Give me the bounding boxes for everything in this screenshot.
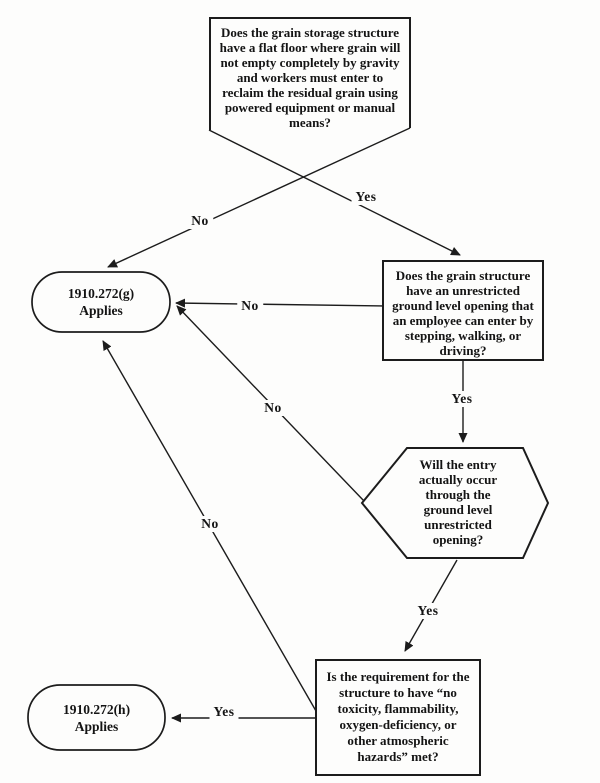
edge-label-q2-no: No: [237, 298, 263, 314]
edge-label-q1-no: No: [187, 213, 213, 229]
edge-label-q4-yes: Yes: [209, 704, 239, 720]
decision-text-entry-through-opening: Will the entry actually occur through th…: [418, 457, 498, 547]
decision-hexagon-entry-through-opening: [360, 447, 550, 559]
edge-label-q3-yes: Yes: [413, 603, 443, 619]
connector-q1-no: [107, 127, 411, 268]
connector-q2-no: [175, 298, 384, 308]
edge-label-q1-yes: Yes: [351, 189, 381, 205]
terminal-text-1910-272h: 1910.272(h) Applies: [62, 701, 131, 734]
edge-label-q2-yes: Yes: [447, 391, 477, 407]
edge-label-q4-no: No: [197, 516, 223, 532]
terminal-box-1910-272h: [27, 684, 166, 751]
decision-text-atmospheric-hazards: Is the requirement for the structure to …: [326, 669, 470, 764]
edge-label-q3-no: No: [260, 400, 286, 416]
terminal-box-1910-272g: [31, 271, 171, 333]
decision-text-unrestricted-opening: Does the grain structure have an unrestr…: [392, 268, 534, 358]
terminal-text-1910-272g: 1910.272(g) Applies: [67, 286, 135, 318]
connector-q1-yes: [208, 129, 461, 256]
decision-box-flat-floor: [209, 17, 411, 130]
decision-text-flat-floor: Does the grain storage structure have a …: [219, 25, 401, 130]
